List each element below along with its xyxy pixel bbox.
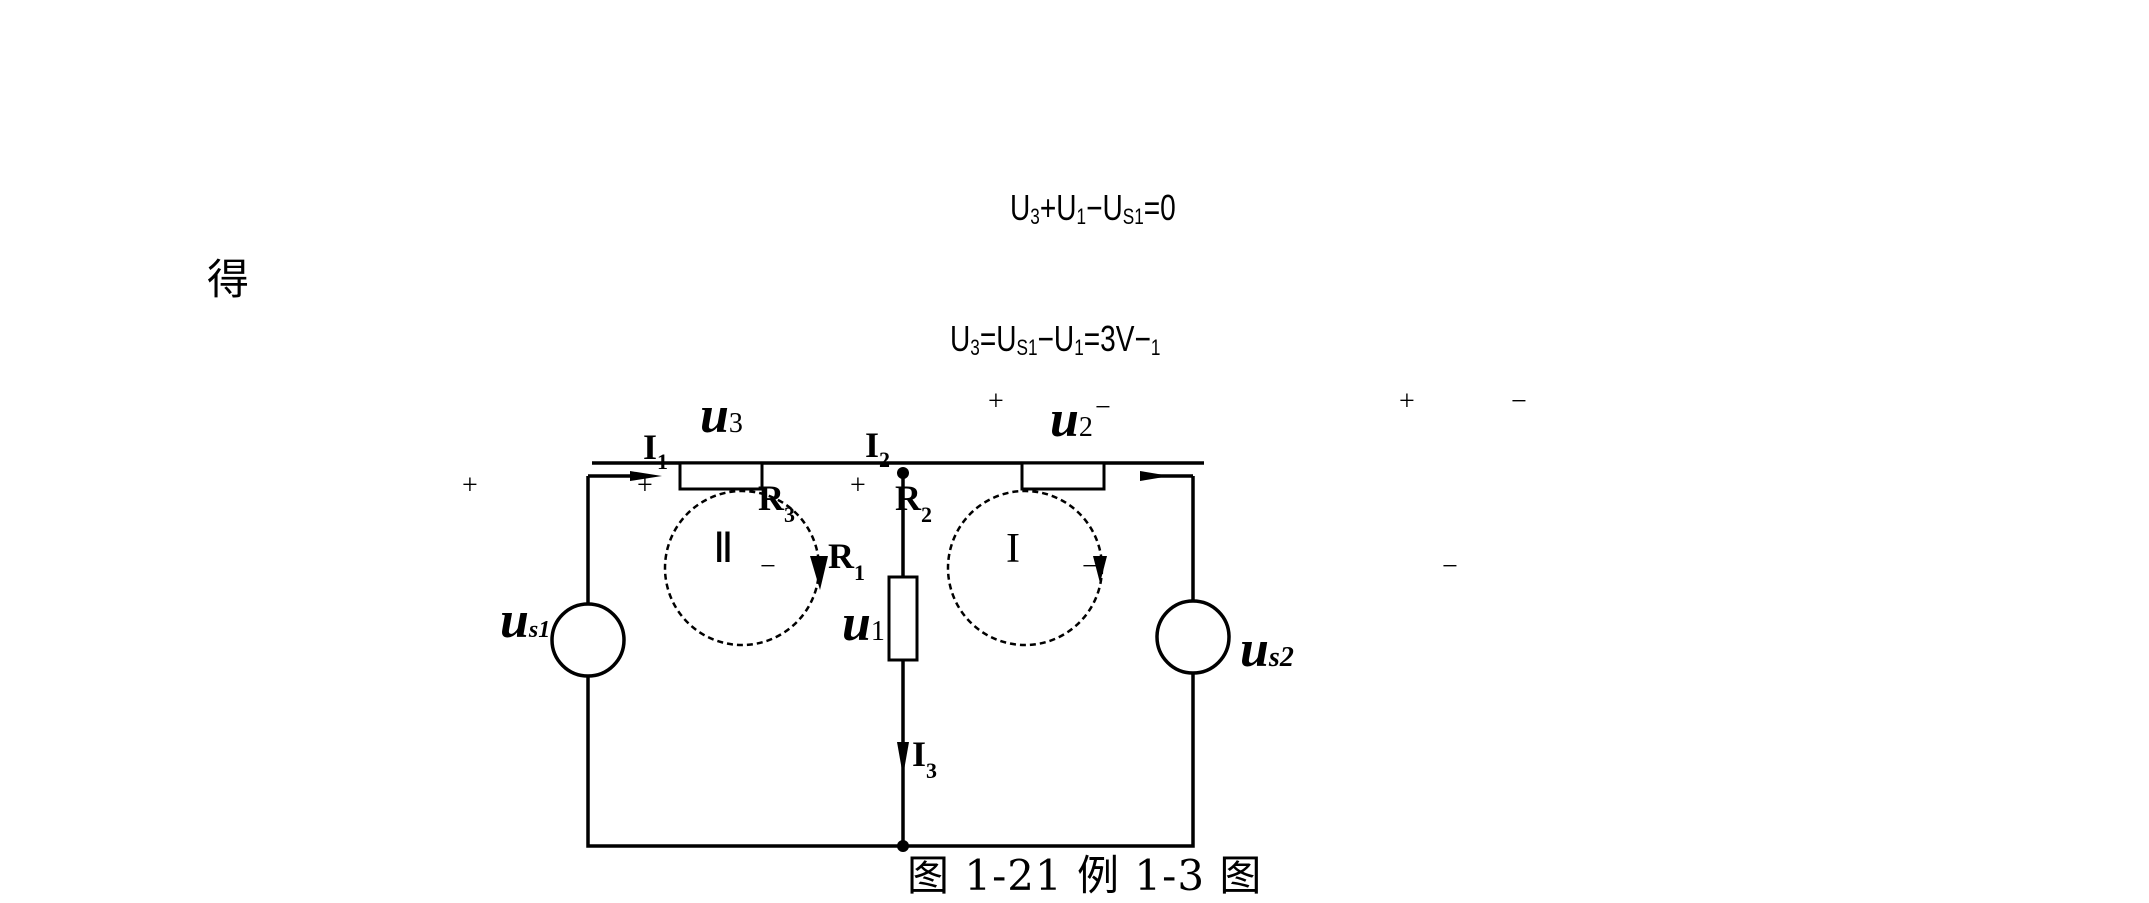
label-i2: I2 <box>865 425 890 472</box>
resistor-r1 <box>887 575 919 662</box>
label-loop-2: Ⅱ <box>713 526 734 572</box>
sign-plus: + <box>462 470 478 501</box>
label-i3: I3 <box>912 734 937 783</box>
label-r3: R3 <box>758 478 795 527</box>
sign-plus: + <box>1399 386 1415 417</box>
polarity-signs: + + + + + − − − − − <box>462 386 1527 582</box>
sign-minus: − <box>1511 386 1527 417</box>
label-loop-1: I <box>1006 526 1020 572</box>
label-u3: u3 <box>700 387 743 444</box>
label-r2: R2 <box>895 478 932 527</box>
loop-1-circle <box>946 489 1104 647</box>
label-u1: u1 <box>842 595 885 652</box>
sign-plus: + <box>637 470 653 501</box>
sign-plus: + <box>988 386 1004 417</box>
equation-kvl-loop2: U3+U1−US1=0 <box>1010 187 1176 229</box>
resistor-r2 <box>1020 461 1106 491</box>
label-us2: us2 <box>1240 621 1294 678</box>
arrow-i2 <box>1140 471 1170 481</box>
label-u2: u2 <box>1050 391 1093 448</box>
label-us1: us1 <box>500 592 550 649</box>
de-label: 得 <box>207 255 250 304</box>
loop-1-arrow <box>1093 556 1107 583</box>
node-bottom <box>897 840 909 852</box>
sign-minus: − <box>760 551 776 582</box>
current-arrows <box>630 471 1170 776</box>
sign-plus: + <box>850 470 866 501</box>
node-top <box>897 467 909 479</box>
loop-2-arrow <box>810 556 828 590</box>
arrow-i1 <box>630 471 662 481</box>
label-r1: R1 <box>828 536 865 585</box>
figure-caption: 图 1-21 例 1-3 图 <box>907 851 1263 900</box>
resistor-r3 <box>678 461 764 491</box>
voltage-source-us1 <box>550 602 626 678</box>
sign-minus: − <box>1095 392 1111 423</box>
label-i1: I1 <box>643 427 668 474</box>
sign-minus: − <box>1082 551 1098 582</box>
arrow-i3 <box>897 742 909 776</box>
voltage-source-us2 <box>1155 599 1231 675</box>
loop-2-circle <box>663 489 821 647</box>
equation-u3-result: U3=US1−U1=3V−1 <box>950 318 1161 360</box>
sign-minus: − <box>1442 551 1458 582</box>
